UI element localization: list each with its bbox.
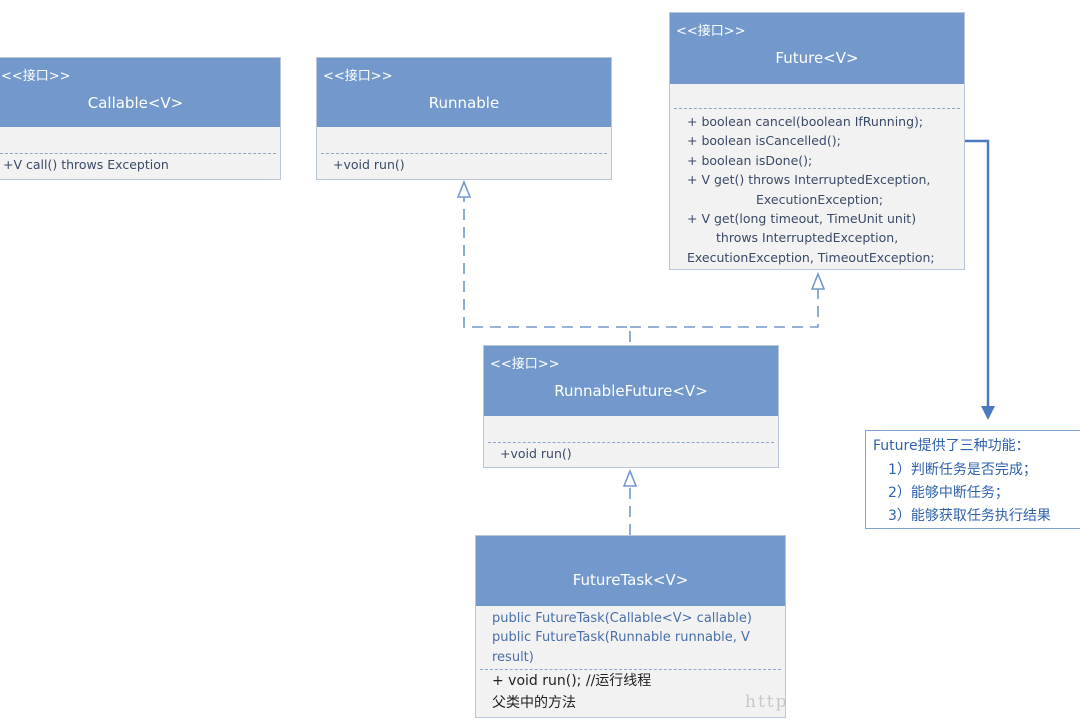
- runnablefuture-title: RunnableFuture<V>: [554, 382, 708, 400]
- realization-line-future: [630, 288, 819, 328]
- callable-header: <<接口>> Callable<V>: [0, 58, 280, 127]
- runnable-stereotype: <<接口>>: [323, 69, 393, 84]
- realization-arrowhead-runnable: [456, 179, 472, 198]
- realization-arrowhead-runnablefuture: [622, 468, 638, 487]
- future-method-get-timeout-cont2: ExecutionException, TimeoutException;: [687, 250, 935, 265]
- runnablefuture-header: <<接口>> RunnableFuture<V>: [484, 346, 778, 416]
- note-line-title: Future提供了三种功能：: [873, 438, 1030, 454]
- callable-stereotype: <<接口>>: [1, 69, 71, 84]
- future-method-get: + V get() throws InterruptedException,: [687, 172, 931, 187]
- callable-methods: +V call() throws Exception: [0, 127, 280, 180]
- runnable-title: Runnable: [428, 94, 500, 112]
- runnablefuture-stereotype: <<接口>>: [490, 357, 560, 372]
- future-method-get-timeout: + V get(long timeout, TimeUnit unit): [687, 211, 917, 226]
- future-header: <<接口>> Future<V>: [670, 13, 964, 84]
- futuretask-body: public FutureTask(Callable<V> callable) …: [476, 606, 785, 718]
- future-method-cancel: + boolean cancel(boolean IfRunning);: [687, 114, 924, 129]
- note-pointer-line: [965, 139, 990, 407]
- future-method-get-cont: ExecutionException;: [756, 192, 884, 207]
- runnablefuture-method-run: +void run(): [500, 446, 572, 461]
- future-method-isdone: + boolean isDone();: [687, 153, 813, 168]
- future-method-get-timeout-cont1: throws InterruptedException,: [716, 230, 899, 245]
- futuretask-method-run: + void run(); //运行线程: [492, 673, 652, 689]
- futuretask-class-box[interactable]: FutureTask<V> public FutureTask(Callable…: [475, 535, 786, 718]
- future-features-note: Future提供了三种功能： 1）判断任务是否完成； 2）能够中断任务； 3）能…: [865, 430, 1080, 529]
- futuretask-constructor-runnable-cont: result): [492, 650, 534, 665]
- note-line-2: 2）能够中断任务；: [888, 485, 1009, 501]
- future-method-iscancelled: + boolean isCancelled();: [687, 133, 841, 148]
- futuretask-title: FutureTask<V>: [572, 571, 689, 589]
- runnablefuture-methods: +void run(): [484, 416, 778, 468]
- note-line-1: 1）判断任务是否完成；: [888, 462, 1037, 478]
- callable-title: Callable<V>: [87, 94, 184, 112]
- realization-arrowhead-future: [810, 271, 826, 290]
- realization-line-runnable: [463, 196, 631, 342]
- futuretask-method-note: 父类中的方法: [492, 695, 576, 711]
- futuretask-constructor-runnable: public FutureTask(Runnable runnable, V: [492, 630, 750, 645]
- watermark-text: http: [745, 692, 789, 712]
- future-interface-box[interactable]: <<接口>> Future<V> + boolean cancel(boolea…: [669, 12, 965, 270]
- futuretask-header: FutureTask<V>: [476, 536, 785, 606]
- future-stereotype: <<接口>>: [676, 24, 746, 39]
- runnable-interface-box[interactable]: <<接口>> Runnable +void run(): [316, 57, 612, 180]
- future-methods: + boolean cancel(boolean IfRunning); + b…: [670, 84, 964, 269]
- runnable-methods: +void run(): [317, 127, 611, 180]
- runnable-method-run: +void run(): [333, 157, 405, 172]
- runnablefuture-interface-box[interactable]: <<接口>> RunnableFuture<V> +void run(): [483, 345, 779, 468]
- note-pointer-arrowhead: [981, 406, 995, 420]
- futuretask-constructor-callable: public FutureTask(Callable<V> callable): [492, 611, 752, 626]
- callable-method-call: +V call() throws Exception: [3, 157, 169, 172]
- callable-interface-box[interactable]: <<接口>> Callable<V> +V call() throws Exce…: [0, 57, 281, 180]
- future-title: Future<V>: [775, 49, 859, 67]
- note-line-3: 3）能够获取任务执行结果: [888, 508, 1051, 524]
- runnable-header: <<接口>> Runnable: [317, 58, 611, 127]
